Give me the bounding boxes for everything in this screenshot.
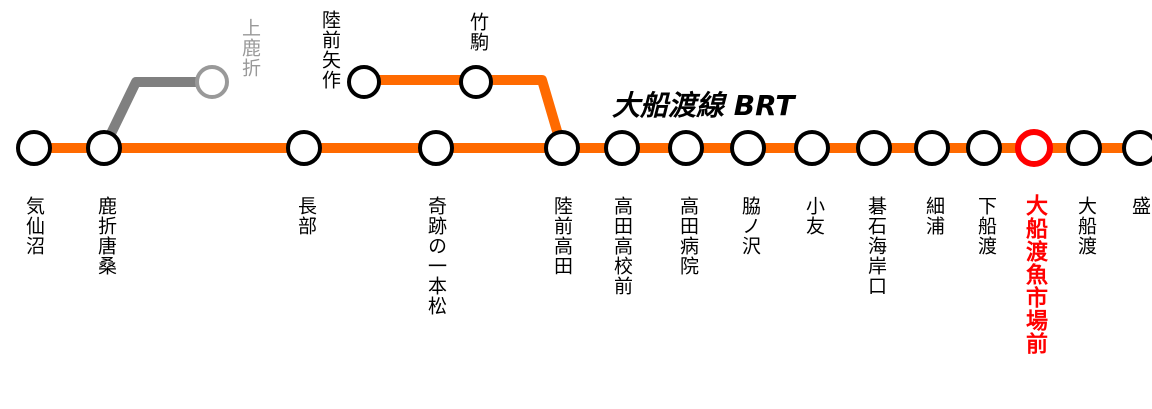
station-marker-takata-koko-mae[interactable] — [604, 130, 640, 166]
station-label-shishiori-karakuwa: 鹿折唐桑 — [95, 196, 117, 276]
station-label-sakari: 盛 — [1129, 196, 1151, 216]
station-marker-kesennuma[interactable] — [16, 130, 52, 166]
station-label-goishi-kaigan-guchi: 碁石海岸口 — [865, 196, 887, 296]
station-marker-goishi-kaigan-guchi[interactable] — [856, 130, 892, 166]
station-marker-shimofunato[interactable] — [966, 130, 1002, 166]
station-label-takekoma: 竹駒 — [467, 12, 489, 52]
rikuzen-yahagi-branch-line — [364, 75, 567, 150]
station-marker-rikuzen-yahagi[interactable] — [347, 65, 381, 99]
station-label-ofunato-uoichiba-mae: 大船渡魚市場前 — [1022, 194, 1047, 355]
station-label-ofunato: 大船渡 — [1075, 196, 1097, 256]
station-marker-kiseki-no-ippon-matsu[interactable] — [418, 130, 454, 166]
station-marker-ofunato-uoichiba-mae[interactable] — [1015, 129, 1053, 167]
station-label-kesennuma: 気仙沼 — [23, 196, 45, 256]
station-marker-shishiori-karakuwa[interactable] — [86, 130, 122, 166]
station-label-hosoura: 細浦 — [923, 196, 945, 236]
station-label-takata-koko-mae: 高田高校前 — [611, 196, 633, 296]
station-marker-omoto[interactable] — [794, 130, 830, 166]
station-label-osabe: 長部 — [295, 196, 317, 236]
station-label-kamishishiori: 上鹿折 — [239, 18, 261, 78]
station-label-rikuzen-yahagi: 陸前矢作 — [319, 10, 341, 90]
station-label-shimofunato: 下船渡 — [975, 196, 997, 256]
kamishishiori-branch-line — [99, 77, 212, 151]
station-label-omoto: 小友 — [803, 196, 825, 236]
station-marker-wakinosawa[interactable] — [730, 130, 766, 166]
line-title: 大船渡線 BRT — [612, 89, 795, 122]
station-marker-hosoura[interactable] — [914, 130, 950, 166]
station-marker-sakari[interactable] — [1122, 130, 1152, 166]
station-marker-ofunato[interactable] — [1066, 130, 1102, 166]
station-label-takata-byoin: 高田病院 — [677, 196, 699, 276]
station-label-wakinosawa: 脇ノ沢 — [739, 196, 761, 256]
station-marker-rikuzen-takata[interactable] — [544, 130, 580, 166]
station-marker-kamishishiori[interactable] — [195, 65, 229, 99]
station-label-rikuzen-takata: 陸前高田 — [551, 196, 573, 276]
station-marker-osabe[interactable] — [286, 130, 322, 166]
station-label-kiseki-no-ippon-matsu: 奇跡の一本松 — [425, 196, 447, 316]
station-marker-takata-byoin[interactable] — [668, 130, 704, 166]
station-marker-takekoma[interactable] — [459, 65, 493, 99]
